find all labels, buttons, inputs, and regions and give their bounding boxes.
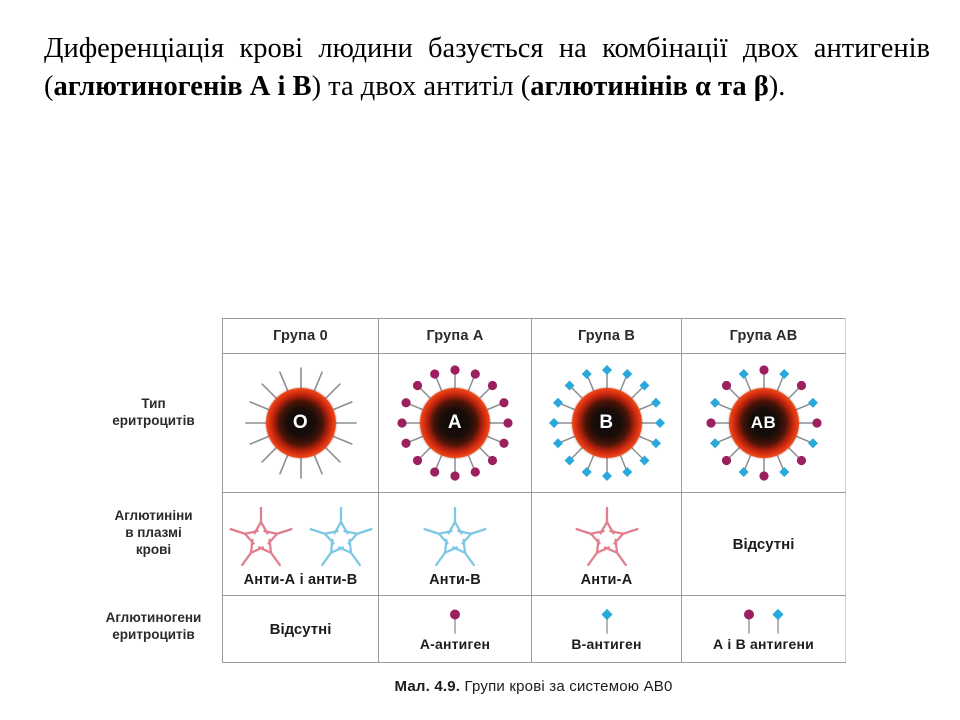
erythrocyte-o: O [242, 364, 360, 482]
blood-groups-table: Група 0 Група А Група В Група АВ O A B A… [222, 318, 846, 663]
antibody-cluster-red [228, 506, 293, 566]
rbc-cell-group-b: B [531, 353, 682, 493]
antigen-cell-group-0: Відсутні [222, 595, 379, 663]
erythrocyte-b: B [548, 364, 666, 482]
antigen-pin-row [532, 606, 681, 634]
erythrocyte-letter: AB [750, 413, 777, 432]
antigen-pin-diamond [772, 608, 784, 634]
antigen-cell-group-a: А-антиген [378, 595, 532, 663]
antigen-pin-diamond [600, 608, 613, 634]
antigen-cell-group-ab: А і В антигени [681, 595, 846, 663]
antibody-clusters [223, 506, 378, 569]
heading-text-part-2: ) та двох антитіл ( [311, 71, 531, 103]
page-heading: Диференціація крові людини базується на … [44, 30, 930, 106]
heading-text-part-3: ). [768, 71, 786, 103]
table-header-row: Група 0 Група А Група В Група АВ [222, 318, 846, 354]
agglutinins-absent-label: Відсутні [732, 535, 795, 553]
rbc-cell-group-a: A [378, 353, 532, 493]
antibody-cluster-red [574, 506, 639, 566]
header-cell-group-0: Група 0 [222, 318, 379, 354]
erythrocyte-body [265, 388, 336, 458]
antigen-cell-group-b: В-антиген [531, 595, 682, 663]
antibody-clusters [532, 506, 681, 569]
header-cell-group-b: Група В [531, 318, 682, 354]
agglutinin-cell-group-a: Анти-В [378, 492, 532, 596]
antigen-pin-circle [450, 609, 460, 634]
antigen-pin-row [379, 606, 531, 634]
erythrocyte-body [728, 388, 799, 458]
agglutinins-label: Анти-А і анти-В [243, 571, 358, 588]
agglutinins-label: Анти-В [429, 571, 481, 588]
agglutinin-cell-group-ab: Відсутні [681, 492, 846, 596]
figure-caption-number: Мал. 4.9. [394, 678, 461, 695]
figure-caption-text: Групи крові за системою АВ0 [460, 678, 673, 695]
antibody-clusters [379, 506, 531, 569]
erythrocyte-ab: AB [705, 364, 823, 482]
antigen-spikes [548, 365, 665, 481]
antigens-label: А-антиген [419, 636, 491, 652]
header-cell-group-a: Група А [378, 318, 532, 354]
antigen-spikes [244, 367, 357, 479]
antigens-absent-label: Відсутні [269, 620, 332, 638]
antigen-spikes [397, 365, 513, 481]
erythrocyte-a: A [396, 364, 514, 482]
antibody-cluster-blue [308, 506, 373, 566]
agglutinin-cell-group-0: Анти-А і анти-В [222, 492, 379, 596]
erythrocyte-letter: O [292, 412, 309, 433]
antigen-pin-row [682, 606, 845, 634]
erythrocyte-letter: A [447, 412, 463, 433]
table-row-erythrocyte-type: O A B AB [222, 353, 846, 493]
heading-bold-agglutinins: аглютинінів α та β [530, 71, 769, 103]
header-cell-group-ab: Група АВ [681, 318, 846, 354]
table-row-plasma-agglutinins: Анти-А і анти-В Анти-В Анти-А Відсутні [222, 492, 846, 596]
antigen-pin-circle [744, 609, 754, 634]
heading-text-part-1: Диференціація крові людини базується на … [44, 33, 930, 103]
antigen-spikes [705, 365, 822, 481]
erythrocyte-letter: B [599, 412, 614, 433]
antigens-label: В-антиген [571, 636, 642, 652]
antibody-cluster-blue [423, 506, 487, 566]
erythrocyte-body [420, 388, 490, 458]
figure-caption: Мал. 4.9. Групи крові за системою АВ0 [222, 678, 845, 695]
antigens-label: А і В антигени [713, 636, 814, 652]
heading-bold-agglutinogens: аглютиногенів А і В [53, 71, 312, 103]
erythrocyte-body [571, 388, 642, 458]
agglutinins-label: Анти-А [580, 571, 633, 588]
rbc-cell-group-ab: AB [681, 353, 846, 493]
table-row-erythrocyte-agglutinogens: Відсутні А-антиген В-антиген А і В антиг… [222, 595, 846, 663]
rbc-cell-group-0: O [222, 353, 379, 493]
agglutinin-cell-group-b: Анти-А [531, 492, 682, 596]
